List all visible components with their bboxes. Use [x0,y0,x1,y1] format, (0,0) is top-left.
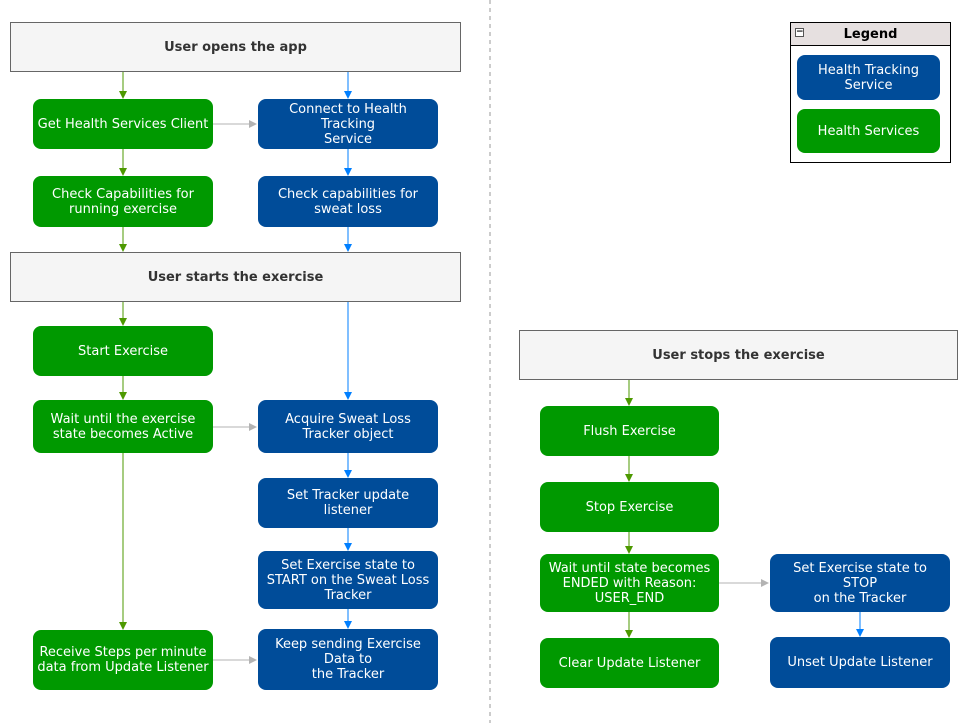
legend-header: − Legend [791,23,950,46]
node-check-sweat-capabilities: Check capabilities for sweat loss [258,176,438,227]
node-keep-sending: Keep sending Exercise Data to the Tracke… [258,629,438,690]
node-connect-health-tracking: Connect to Health Tracking Service [258,99,438,149]
node-clear-update-listener: Clear Update Listener [540,638,719,688]
banner-user-stops-exercise: User stops the exercise [519,330,958,380]
banner-user-opens-app: User opens the app [10,22,461,72]
node-set-start-state: Set Exercise state to START on the Sweat… [258,551,438,609]
node-receive-steps: Receive Steps per minute data from Updat… [33,630,213,690]
node-start-exercise: Start Exercise [33,326,213,376]
node-acquire-tracker: Acquire Sweat Loss Tracker object [258,400,438,453]
banner-user-starts-exercise: User starts the exercise [10,252,461,302]
collapse-icon[interactable]: − [795,27,804,37]
legend: − Legend Health Tracking Service Health … [790,22,951,163]
node-set-stop-state: Set Exercise state to STOP on the Tracke… [770,554,950,612]
node-check-running-capabilities: Check Capabilities for running exercise [33,176,213,227]
node-wait-active: Wait until the exercise state becomes Ac… [33,400,213,453]
node-get-health-services-client: Get Health Services Client [33,99,213,149]
node-wait-ended: Wait until state becomes ENDED with Reas… [540,554,719,612]
legend-item-health-services: Health Services [797,109,940,153]
legend-item-health-tracking: Health Tracking Service [797,55,940,100]
node-unset-update-listener: Unset Update Listener [770,637,950,688]
node-stop-exercise: Stop Exercise [540,482,719,532]
node-flush-exercise: Flush Exercise [540,406,719,456]
legend-title: Legend [843,26,898,42]
node-set-tracker-listener: Set Tracker update listener [258,478,438,528]
